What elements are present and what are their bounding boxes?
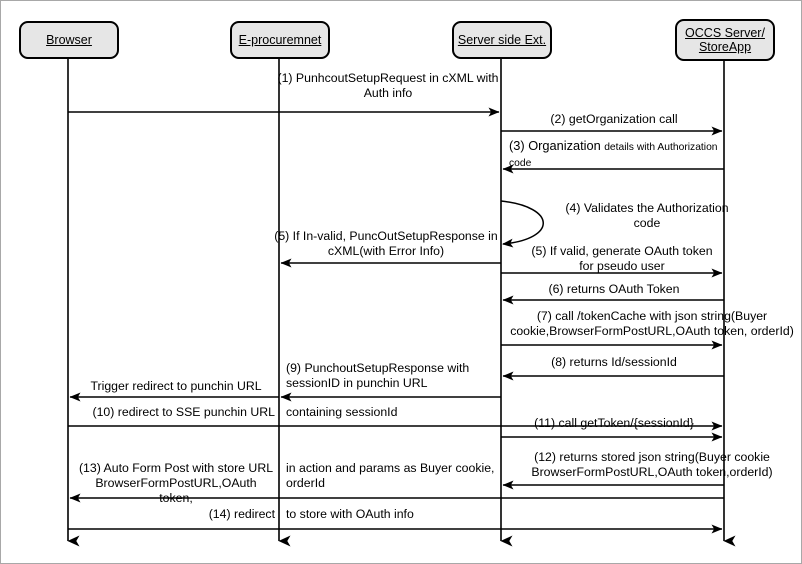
message-label-14-part1: (14) redirect <box>208 507 275 521</box>
message-arrows <box>68 107 724 534</box>
message-label-2: (2) getOrganization call <box>550 112 678 126</box>
message-label-1: (1) PunhcoutSetupRequest in cXML with Au… <box>277 71 499 100</box>
lifeline-head-occs[interactable]: OCCS Server/ StoreApp <box>675 19 775 61</box>
lifeline-label-browser: Browser <box>46 33 92 47</box>
message-label-13-part1: (13) Auto Form Post with store URL Brows… <box>78 461 274 505</box>
message-label-3-primary: (3) Organization <box>509 138 601 153</box>
lifeline-label-occs-line1: OCCS Server/ <box>685 26 765 40</box>
message-label-5-invalid: (5) If In-valid, PuncOutSetupResponse in… <box>274 229 498 258</box>
lifeline-head-browser[interactable]: Browser <box>19 21 119 59</box>
lifeline-label-sse: Server side Ext. <box>457 33 547 47</box>
message-label-8: (8) returns Id/sessionId <box>551 355 677 369</box>
message-label-13-part2: in action and params as Buyer cookie, or… <box>286 461 495 490</box>
message-label-7: (7) call /tokenCache with json string(Bu… <box>510 309 794 338</box>
message-label-11: (11) call getToken/{sessionId} <box>534 416 694 430</box>
lifeline-head-sse[interactable]: Server side Ext. <box>452 21 552 59</box>
message-label-3: (3) Organization details with Authorizat… <box>509 138 719 170</box>
lifeline-label-occs-line2: StoreApp <box>698 40 752 54</box>
message-label-12: (12) returns stored json string(Buyer co… <box>531 450 773 479</box>
message-label-6: (6) returns OAuth Token <box>548 282 680 296</box>
message-label-14-part2: to store with OAuth info <box>286 507 414 521</box>
message-label-5-valid: (5) If valid, generate OAuth token for p… <box>531 244 713 273</box>
message-label-4: (4) Validates the Authorization code <box>565 201 729 230</box>
message-label-9: (9) PunchoutSetupResponse with sessionID… <box>286 361 470 390</box>
lifeline-head-eproc[interactable]: E-procuremnet <box>230 21 330 59</box>
message-label-3-secondary: details with Authorization code <box>509 142 718 169</box>
message-label-trigger: Trigger redirect to punchin URL <box>90 379 262 393</box>
message-label-10-part2: containing sessionId <box>286 405 398 419</box>
lifeline-label-eproc: E-procuremnet <box>238 33 322 47</box>
message-label-10-part1: (10) redirect to SSE punchin URL <box>92 405 276 419</box>
arrow-msg-4-selfloop <box>500 200 544 248</box>
